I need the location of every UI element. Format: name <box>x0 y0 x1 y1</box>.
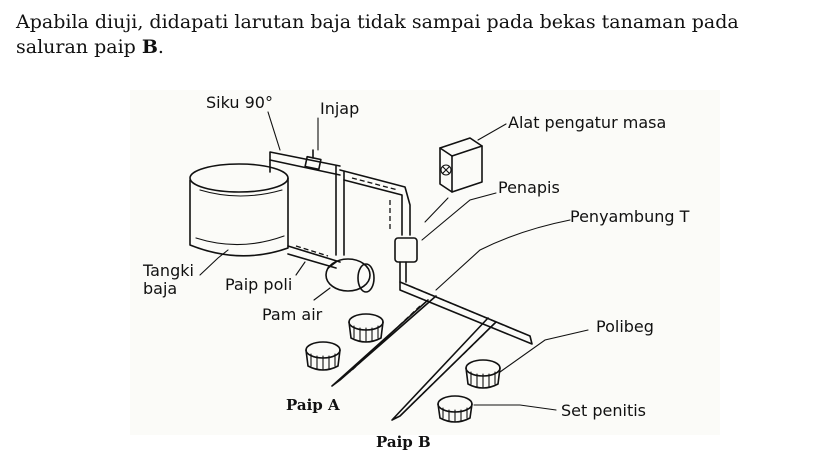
label-penapis: Penapis <box>498 178 560 197</box>
filter <box>394 237 418 283</box>
valve <box>304 149 322 171</box>
label-set-penitis: Set penitis <box>561 401 646 420</box>
polybag-4 <box>437 395 473 423</box>
question-text-end: . <box>157 36 164 58</box>
label-tangki-line1: Tangki <box>142 261 194 280</box>
label-injap: Injap <box>320 99 359 118</box>
question-text: Apabila diuji, didapati larutan baja tid… <box>16 10 816 60</box>
label-polibeg: Polibeg <box>596 317 654 336</box>
water-pump <box>325 258 375 293</box>
timer-box <box>424 137 483 223</box>
question-text-main: Apabila diuji, didapati larutan baja tid… <box>16 11 739 58</box>
label-leaders <box>199 111 589 411</box>
label-penyambung-t: Penyambung T <box>570 207 690 226</box>
label-alat-pengatur-masa: Alat pengatur masa <box>508 113 666 132</box>
polybag-3 <box>465 359 501 389</box>
label-siku: Siku 90° <box>206 93 273 112</box>
question-bold-pipe: B <box>141 36 158 58</box>
label-pam-air: Pam air <box>262 305 323 324</box>
lateral-pipes <box>331 281 533 421</box>
steel-tank <box>189 163 289 257</box>
label-paip-poli: Paip poli <box>225 275 292 294</box>
label-tangki-line2: baja <box>143 279 177 298</box>
polybag-2 <box>305 341 341 371</box>
illustration-background <box>130 90 720 435</box>
main-pipe-network <box>269 151 411 269</box>
label-paip-b: Paip B <box>376 433 431 451</box>
polybag-1 <box>348 313 384 343</box>
label-paip-a: Paip A <box>286 396 340 414</box>
